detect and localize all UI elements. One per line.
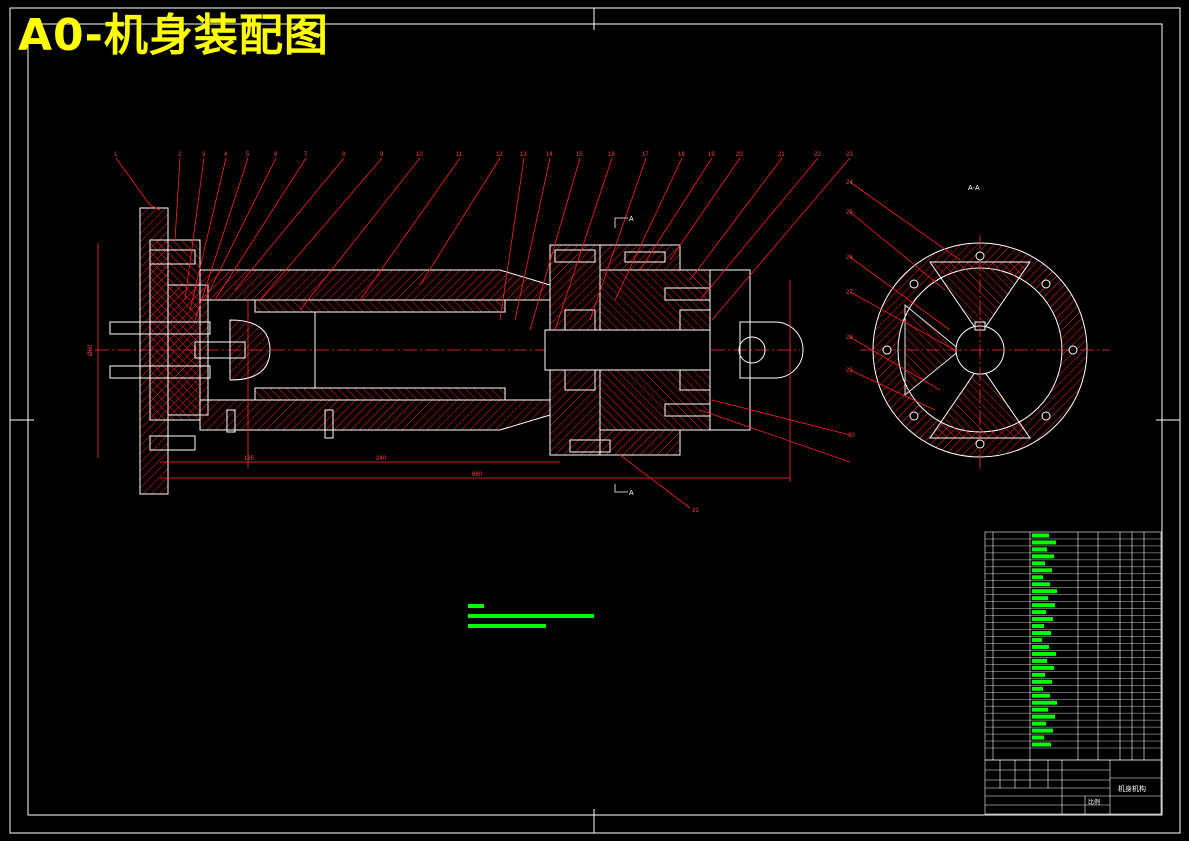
cut-label-bottom: A <box>629 490 634 497</box>
part-number-12: 12 <box>496 152 503 158</box>
part-number-29: 29 <box>846 368 853 374</box>
part-number-6: 6 <box>274 152 278 158</box>
dimension-labels: Ø60 185 240 680 <box>88 344 483 478</box>
dimension-240: 240 <box>376 456 387 462</box>
part-number-10: 10 <box>416 152 423 158</box>
title-block-scale: 比例 <box>1088 798 1100 806</box>
part-number-13: 13 <box>520 152 527 158</box>
parts-list-name-mark <box>1032 596 1048 601</box>
parts-list-name-mark <box>1032 679 1052 684</box>
title-block-name: 机身机构 <box>1118 784 1146 793</box>
part-number-22: 22 <box>814 152 821 158</box>
part-number-23: 23 <box>846 152 853 158</box>
parts-list-name-mark <box>1032 610 1046 615</box>
part-number-28: 28 <box>846 335 853 341</box>
part-number-4: 4 <box>224 152 228 158</box>
parts-list-name-mark <box>1032 624 1044 629</box>
dimension-185: 185 <box>244 456 255 462</box>
parts-list-name-mark <box>1032 638 1042 642</box>
part-number-31: 31 <box>692 508 699 514</box>
parts-list-name-mark <box>1032 707 1048 712</box>
parts-list-name-mark <box>1032 644 1049 649</box>
section-cut-markers <box>614 217 628 493</box>
dimension-diameter: Ø60 <box>88 344 94 356</box>
main-section-view <box>95 207 804 495</box>
part-number-17: 17 <box>642 152 649 158</box>
part-number-2: 2 <box>178 152 182 158</box>
parts-list-name-mark <box>1032 651 1056 656</box>
part-number-20: 20 <box>736 152 743 158</box>
part-number-3: 3 <box>202 152 206 158</box>
parts-list-name-mark <box>1032 672 1045 677</box>
part-number-7: 7 <box>304 152 308 158</box>
parts-list-name-mark <box>1032 547 1047 552</box>
section-view-label: A-A <box>968 185 980 192</box>
technical-notes <box>468 604 594 628</box>
parts-list-table <box>984 531 1162 761</box>
parts-list-name-mark <box>1032 533 1049 538</box>
parts-list-name-mark <box>1032 540 1056 545</box>
part-number-26: 26 <box>846 255 853 261</box>
part-number-9: 9 <box>380 152 384 158</box>
parts-list-name-mark <box>1032 686 1043 691</box>
drawing-title: A0-机身装配图 <box>18 10 329 61</box>
part-number-27: 27 <box>846 290 853 296</box>
part-number-30: 30 <box>848 433 855 439</box>
parts-list-name-mark <box>1032 582 1050 587</box>
part-number-16: 16 <box>608 152 615 158</box>
part-number-5: 5 <box>246 152 250 158</box>
part-number-15: 15 <box>576 152 583 158</box>
parts-list-name-mark <box>1032 714 1055 719</box>
leader-lines <box>115 157 851 509</box>
parts-list-name-mark <box>1032 658 1047 663</box>
part-number-18: 18 <box>678 152 685 158</box>
parts-list-name-mark <box>1032 631 1051 636</box>
part-number-11: 11 <box>456 152 463 158</box>
parts-list-name-mark <box>1032 617 1053 622</box>
part-number-25: 25 <box>846 210 853 216</box>
parts-list-name-mark <box>1032 735 1044 740</box>
part-number-19: 19 <box>708 152 715 158</box>
parts-list-name-mark <box>1032 561 1045 566</box>
parts-list-name-mark <box>1032 603 1055 608</box>
dimension-680: 680 <box>472 472 483 478</box>
cut-label-top: A <box>629 216 634 223</box>
parts-list-name-mark <box>1032 575 1043 580</box>
parts-list-name-mark <box>1032 700 1057 705</box>
parts-list-name-mark <box>1032 721 1046 726</box>
parts-list-name-mark <box>1032 728 1053 733</box>
parts-list-name-mark <box>1032 742 1051 747</box>
title-block <box>984 759 1162 815</box>
parts-list-rows <box>985 533 1161 749</box>
part-number-21: 21 <box>778 152 785 158</box>
parts-list-name-mark <box>1032 568 1052 573</box>
part-number-14: 14 <box>546 152 553 158</box>
part-number-24: 24 <box>846 180 853 186</box>
parts-list-name-mark <box>1032 554 1054 559</box>
part-number-8: 8 <box>342 152 346 158</box>
part-number-1: 1 <box>114 152 118 158</box>
parts-list-name-mark <box>1032 589 1057 594</box>
parts-list-name-mark <box>1032 693 1050 698</box>
part-number-labels-top: 1 2 3 4 5 6 7 8 9 10 11 12 13 14 15 16 1… <box>114 152 853 158</box>
parts-list-name-mark <box>1032 665 1054 670</box>
section-view-aa: A-A 24 25 26 27 28 29 <box>692 180 1110 514</box>
sheet-frame <box>9 7 1181 834</box>
